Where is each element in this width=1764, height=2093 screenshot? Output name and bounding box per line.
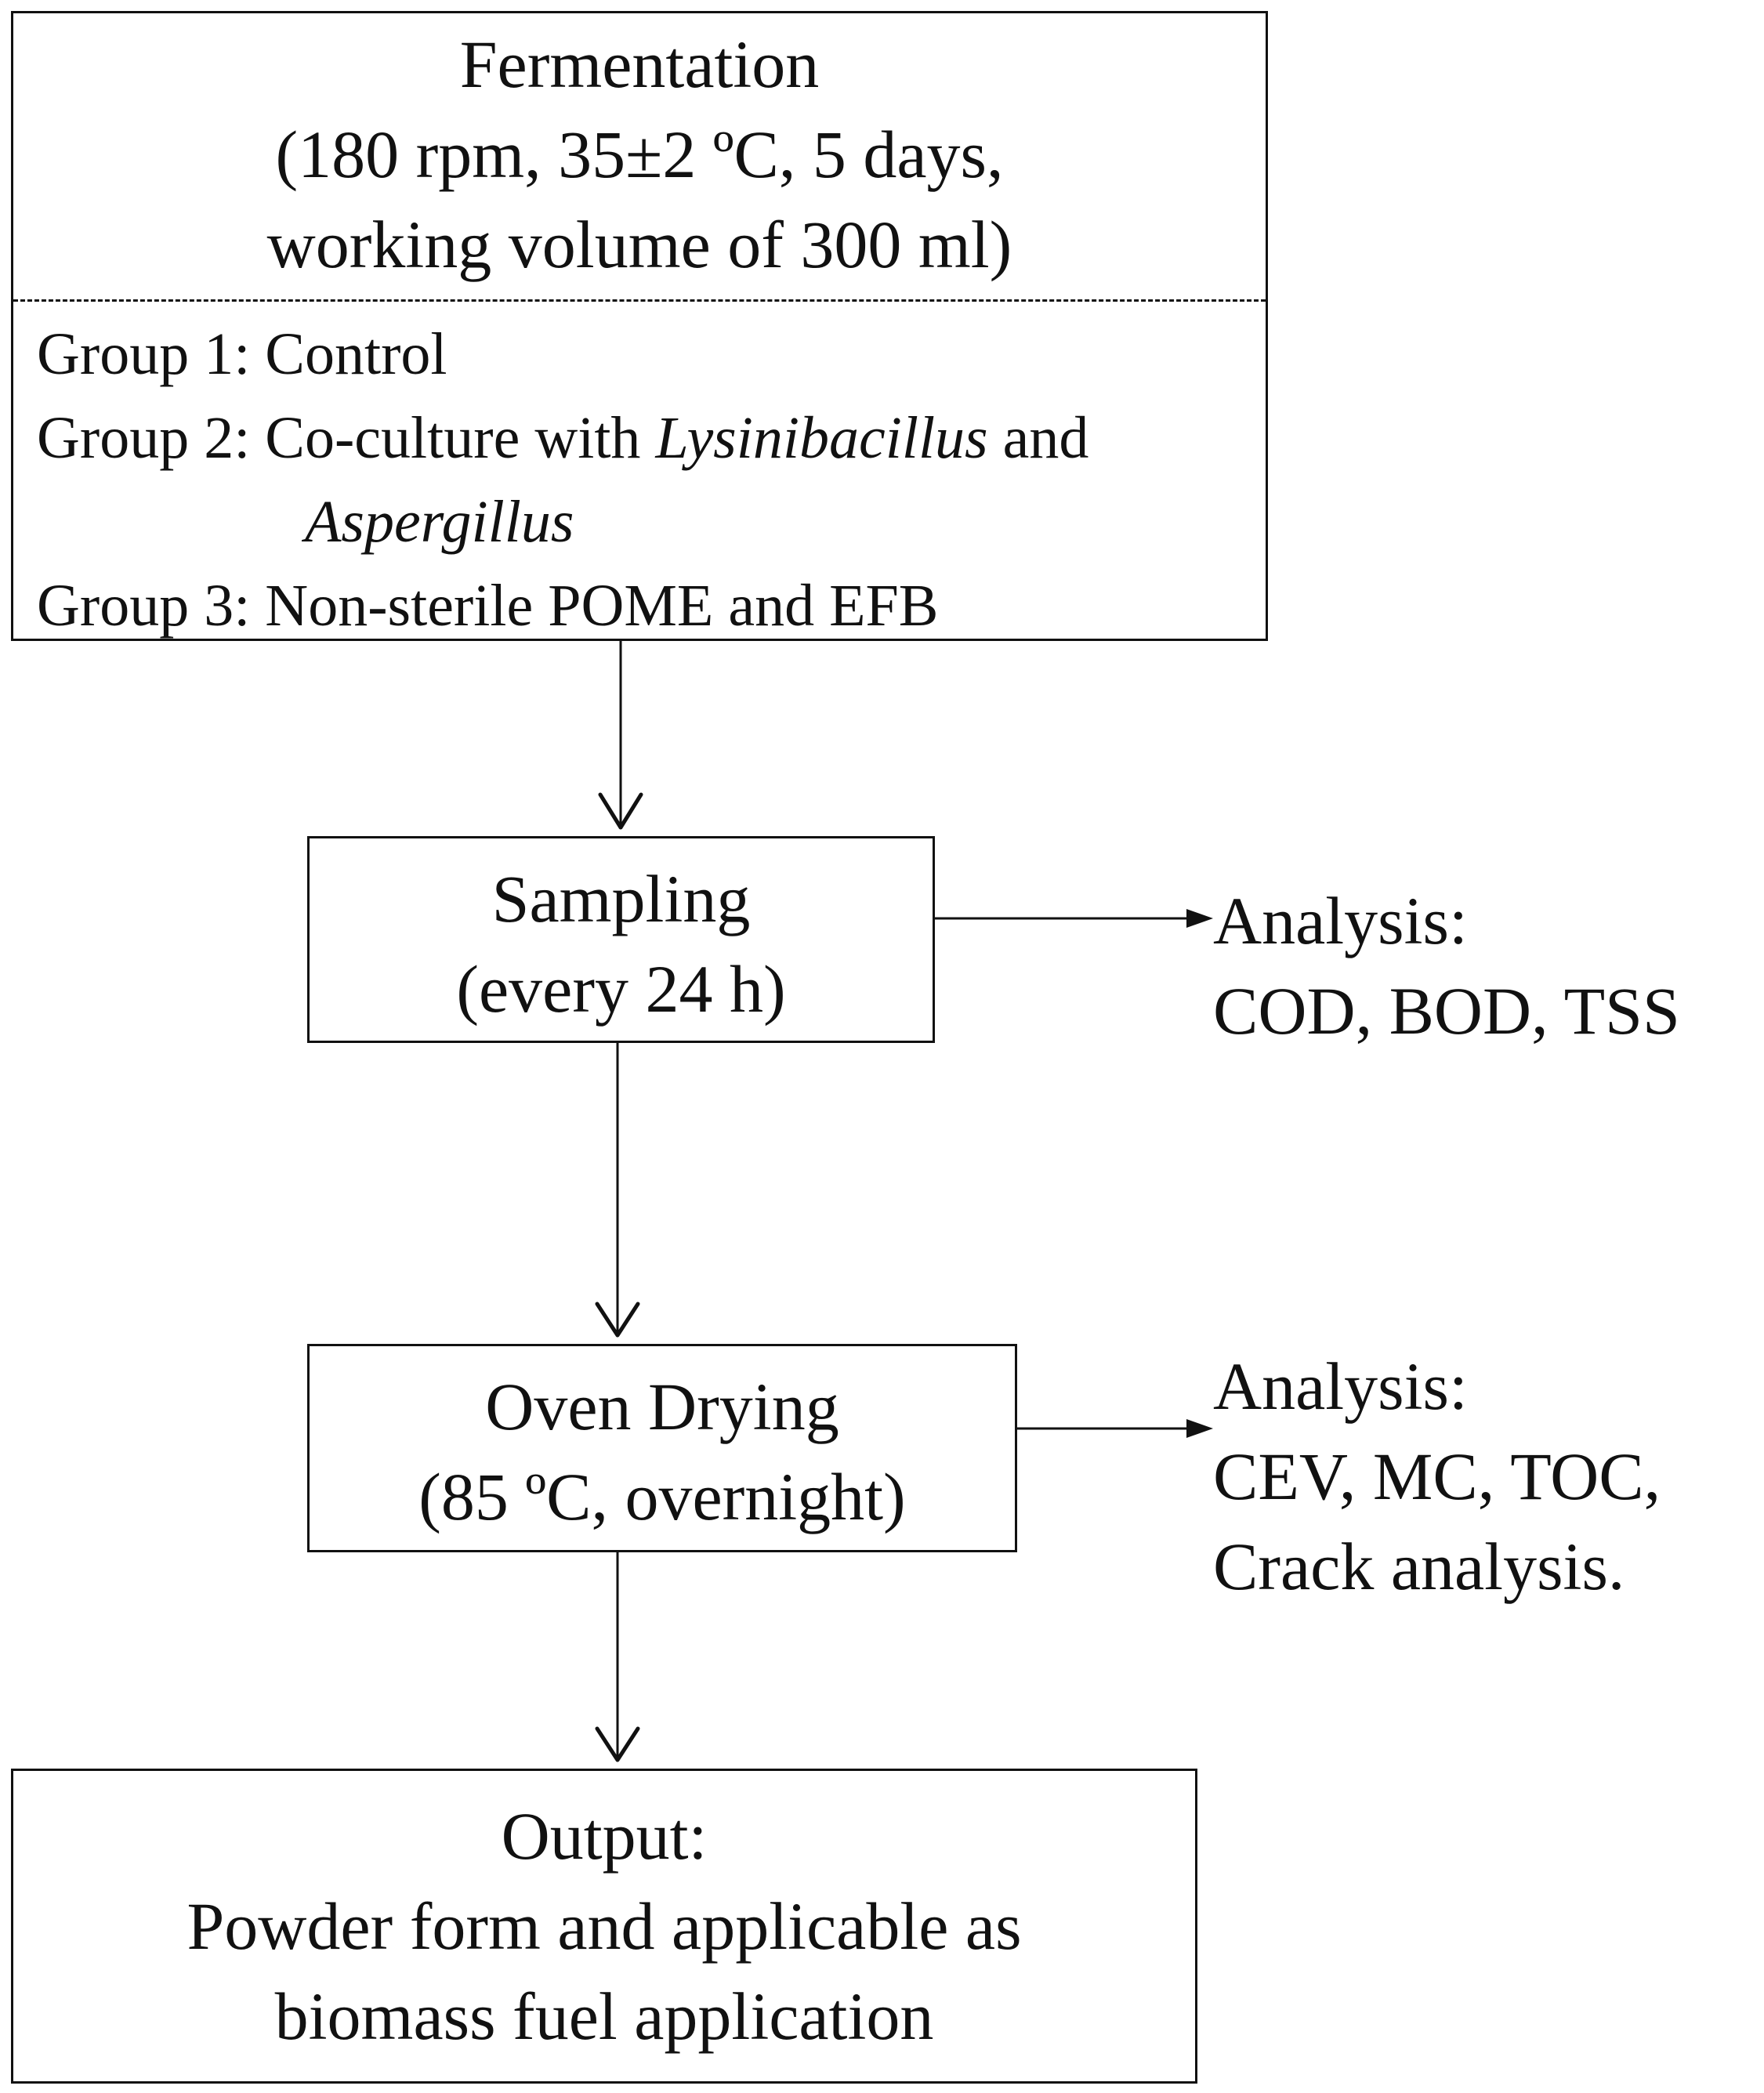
group3-label: Group 3: Non-sterile POME and EFB	[37, 573, 939, 639]
fermentation-box: Fermentation (180 rpm, 35±2 ºC, 5 days, …	[11, 11, 1268, 641]
group2-continuation: Aspergillus	[305, 481, 574, 563]
sampling-analysis: Analysis: COD, BOD, TSS	[1213, 876, 1680, 1056]
sampling-box: Sampling (every 24 h)	[307, 836, 935, 1043]
group2-prefix: Group 2: Co-culture with	[37, 405, 656, 471]
drying-analysis-line2: Crack analysis.	[1213, 1529, 1625, 1604]
fermentation-title: Fermentation	[459, 27, 820, 102]
group2-genus-aspergillus: Aspergillus	[305, 489, 574, 555]
sampling-analysis-label: Analysis:	[1213, 883, 1468, 958]
output-box: Output: Powder form and applicable as bi…	[11, 1769, 1197, 2084]
group2-genus-lysinibacillus: Lysinibacillus	[655, 405, 988, 471]
group2-label: Group 2: Co-culture with Lysinibacillus …	[37, 397, 1088, 480]
output-line1: Powder form and applicable as	[187, 1888, 1022, 1964]
sampling-subtitle: (every 24 h)	[456, 951, 786, 1027]
arrowhead-down-3	[595, 1726, 640, 1762]
group2-and: and	[987, 405, 1089, 471]
fermentation-conditions-line2: working volume of 300 ml)	[266, 207, 1012, 282]
output-label: Output:	[501, 1798, 708, 1874]
fermentation-conditions-line1: (180 rpm, 35±2 ºC, 5 days,	[275, 117, 1004, 192]
output-line2: biomass fuel application	[274, 1979, 934, 2054]
drying-analysis-label: Analysis:	[1213, 1349, 1468, 1424]
oven-drying-box: Oven Drying (85 ºC, overnight)	[307, 1344, 1017, 1552]
arrowhead-down-2	[595, 1302, 640, 1338]
drying-analysis-line1: CEV, MC, TOC,	[1213, 1439, 1661, 1514]
arrowhead-down-1	[598, 792, 643, 830]
arrowhead-right-2	[1186, 1419, 1213, 1438]
fermentation-header: Fermentation (180 rpm, 35±2 ºC, 5 days, …	[13, 13, 1266, 290]
oven-drying-title: Oven Drying	[485, 1369, 839, 1444]
sampling-title: Sampling	[491, 861, 751, 936]
arrowhead-right-1	[1186, 909, 1213, 928]
drying-analysis: Analysis: CEV, MC, TOC, Crack analysis.	[1213, 1342, 1661, 1612]
sampling-analysis-items: COD, BOD, TSS	[1213, 973, 1680, 1048]
fermentation-divider	[13, 299, 1266, 302]
oven-drying-subtitle: (85 ºC, overnight)	[418, 1459, 906, 1534]
group1-label: Group 1: Control	[37, 321, 447, 387]
